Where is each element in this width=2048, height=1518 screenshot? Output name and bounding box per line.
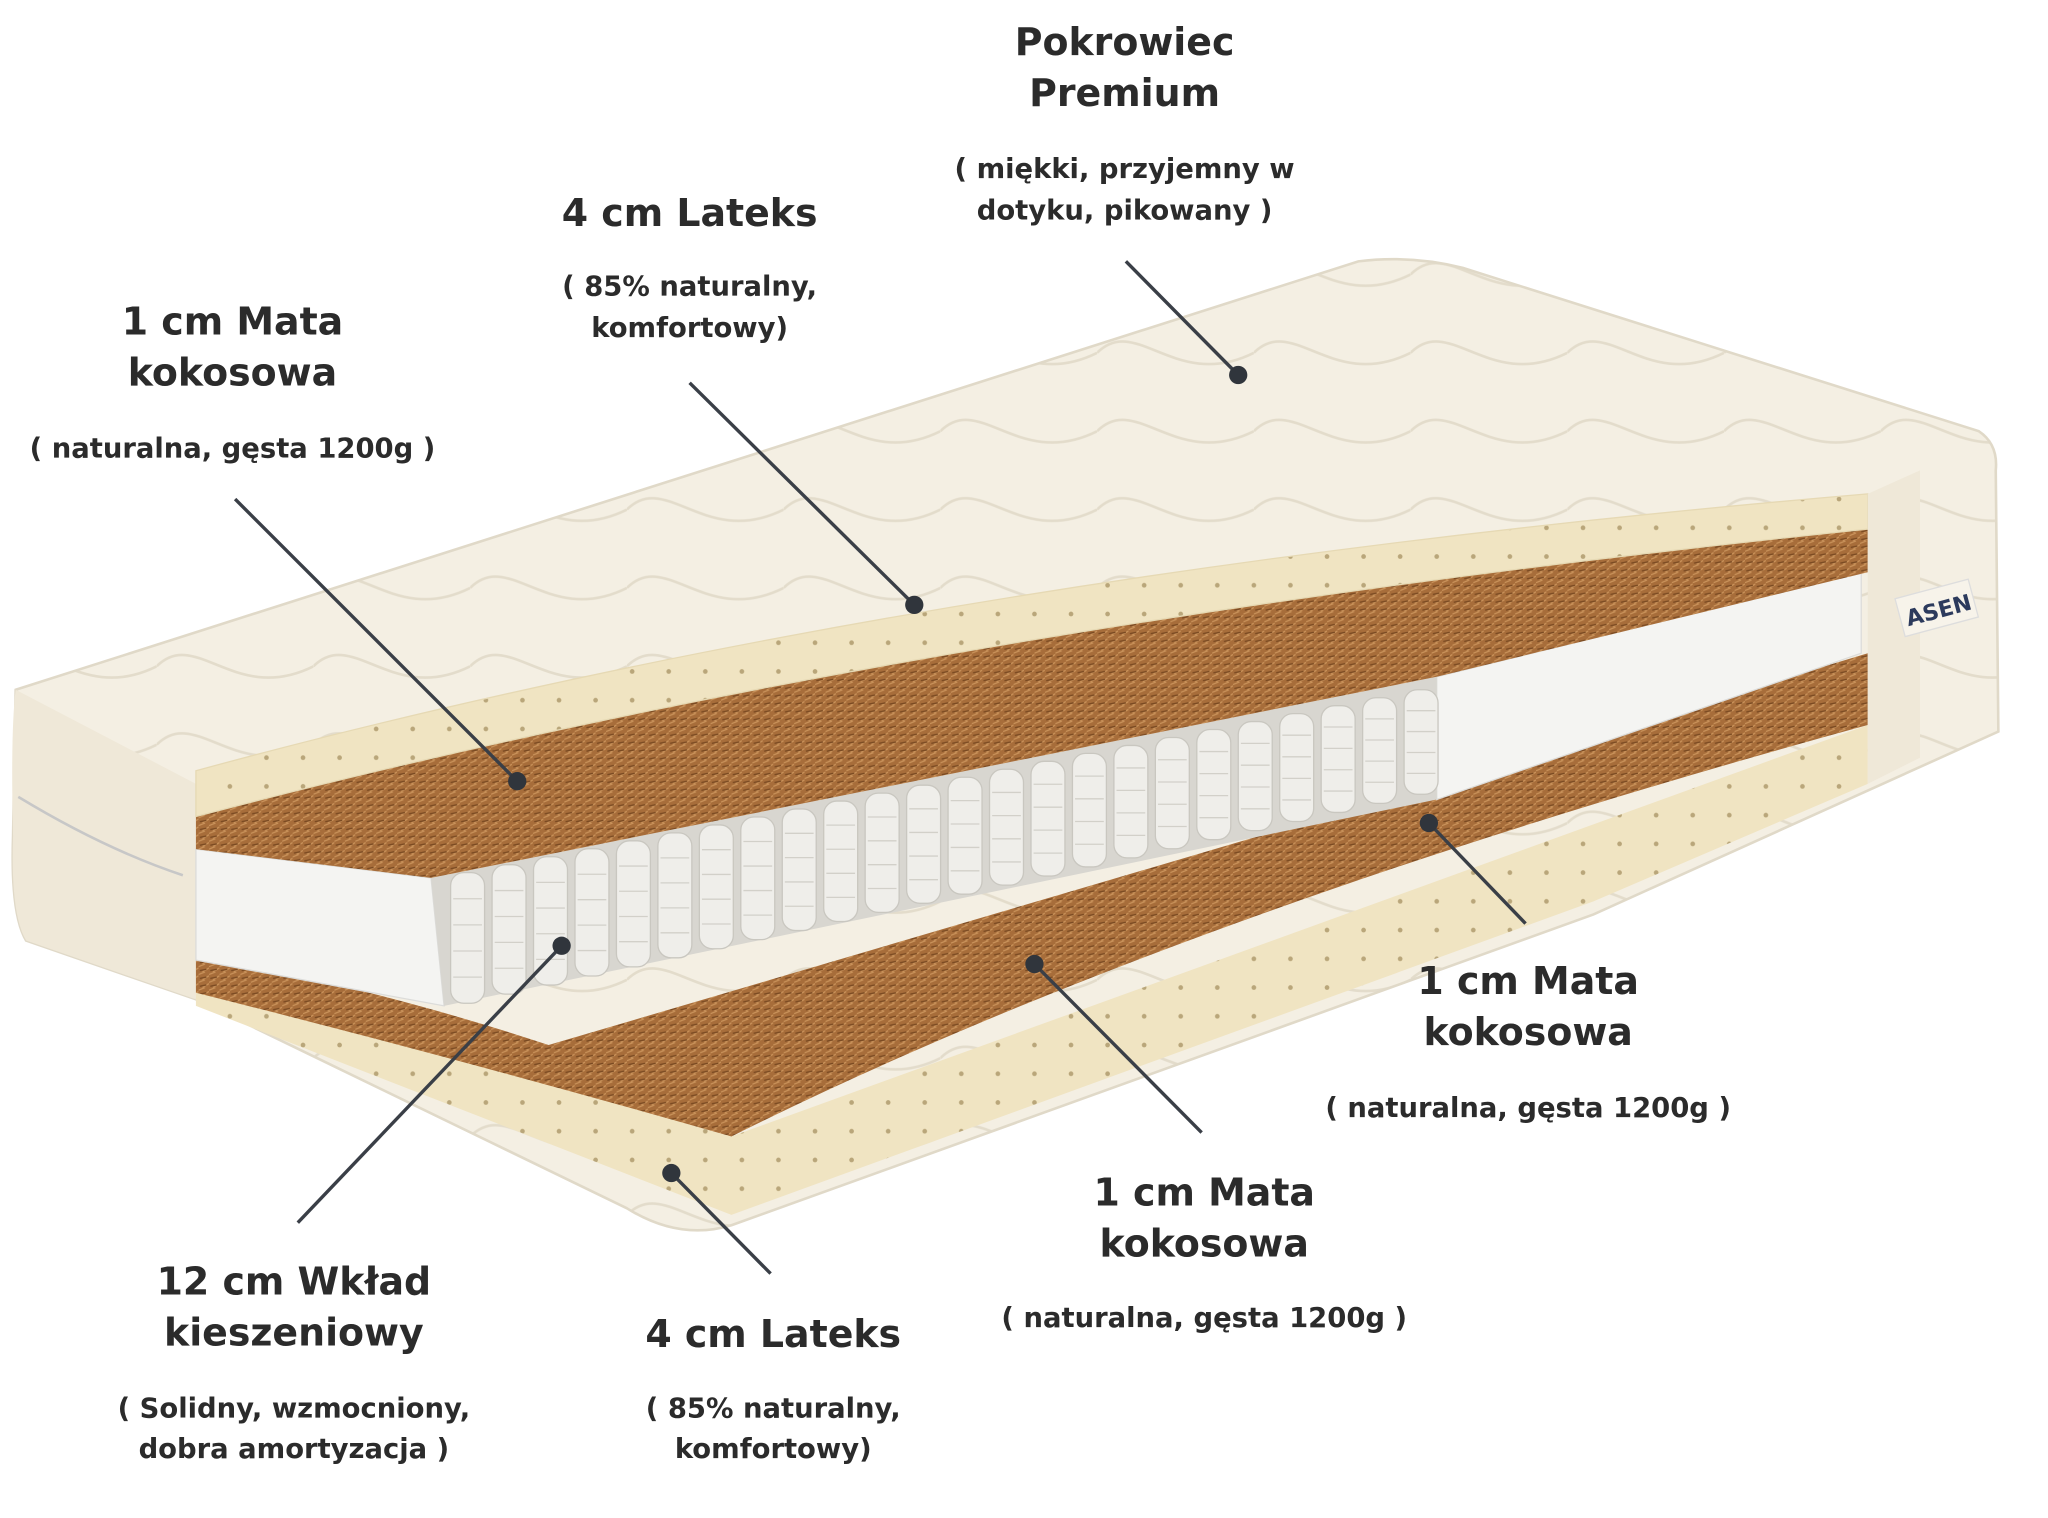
- label-desc: dobra amortyzacja ): [139, 1434, 450, 1465]
- label-title: Premium: [1029, 71, 1220, 115]
- spring-pocket: [905, 784, 942, 904]
- label-bottom-coconut: 1 cm Mata kokosowa ( naturalna, gęsta 12…: [1001, 1171, 1407, 1334]
- spring-pocket: [491, 864, 527, 995]
- label-desc: ( 85% naturalny,: [646, 1393, 901, 1424]
- marker-dot-top-coconut: [508, 772, 527, 791]
- label-desc: dotyku, pikowany ): [977, 196, 1273, 227]
- zipper: [17, 795, 184, 877]
- marker-dot-right-coconut: [1419, 813, 1439, 833]
- label-top-coconut: 1 cm Mata kokosowa ( naturalna, gęsta 12…: [30, 300, 436, 465]
- leader-line-top-latex: [688, 381, 916, 607]
- label-right-coconut: 1 cm Mata kokosowa ( naturalna, gęsta 12…: [1325, 959, 1731, 1124]
- marker-dot-bottom-coconut: [1025, 954, 1044, 974]
- leader-lines: [233, 260, 1527, 1275]
- marker-dot-pocket-springs: [552, 936, 571, 955]
- spring-pocket: [615, 840, 652, 968]
- spring-pocket: [1196, 728, 1232, 841]
- label-title: 4 cm Lateks: [645, 1312, 901, 1356]
- label-desc: ( 85% naturalny,: [562, 271, 817, 302]
- spring-pocket: [823, 800, 859, 923]
- marker-dot-top-latex: [905, 595, 924, 615]
- label-title: kokosowa: [1100, 1222, 1309, 1266]
- spring-pocket: [1154, 736, 1190, 850]
- spring-pocket: [1320, 705, 1356, 814]
- spring-pocket: [947, 776, 983, 895]
- label-desc: ( naturalna, gęsta 1200g ): [1001, 1303, 1407, 1334]
- spring-pocket: [1279, 712, 1315, 823]
- label-title: 1 cm Mata: [1094, 1171, 1315, 1215]
- leader-line-pocket-springs: [296, 944, 563, 1224]
- label-desc: komfortowy): [675, 1434, 872, 1465]
- spring-pocket: [449, 871, 486, 1004]
- marker-dot-bottom-latex: [662, 1163, 681, 1183]
- spring-pocket: [1403, 689, 1439, 795]
- leader-line-bottom-latex: [670, 1171, 772, 1275]
- label-bottom-latex: 4 cm Lateks ( 85% naturalny, komfortowy): [645, 1312, 901, 1465]
- leader-line-cover: [1124, 260, 1240, 377]
- label-title: kokosowa: [128, 350, 337, 394]
- spring-pocket: [1071, 752, 1108, 868]
- label-top-latex: 4 cm Lateks ( 85% naturalny, komfortowy): [562, 191, 818, 344]
- spring-pocket: [1113, 744, 1149, 859]
- leader-line-top-coconut: [233, 497, 519, 783]
- spring-pocket: [864, 792, 900, 914]
- spring-pocket: [657, 832, 693, 959]
- brand-logo: ASEN: [1894, 578, 1980, 638]
- leader-line-bottom-coconut: [1033, 962, 1203, 1134]
- label-title: Pokrowiec: [1015, 20, 1235, 64]
- cover-edge-right: [1867, 470, 1920, 784]
- label-title: kokosowa: [1423, 1010, 1632, 1054]
- label-title: 1 cm Mata: [1417, 959, 1638, 1003]
- label-cover: Pokrowiec Premium ( miękki, przyjemny w …: [955, 20, 1295, 227]
- label-pocket-springs: 12 cm Wkład kieszeniowy ( Solidny, wzmoc…: [118, 1260, 471, 1465]
- label-title: 1 cm Mata: [122, 300, 343, 344]
- spring-pocket: [1361, 697, 1398, 805]
- spring-pocket: [574, 848, 610, 977]
- spring-pocket: [532, 856, 569, 986]
- spring-pocket: [1030, 760, 1066, 877]
- mattress: ASEN: [11, 257, 2000, 1232]
- label-desc: ( naturalna, gęsta 1200g ): [30, 433, 436, 464]
- spring-pocket: [1237, 720, 1273, 832]
- label-desc: ( miękki, przyjemny w: [955, 154, 1295, 185]
- label-desc: ( naturalna, gęsta 1200g ): [1325, 1093, 1731, 1124]
- spring-pocket: [698, 824, 734, 950]
- spring-pocket: [781, 808, 817, 932]
- label-desc: ( Solidny, wzmocniony,: [118, 1393, 471, 1424]
- pocket-springs: [449, 689, 1439, 1004]
- spring-pocket: [988, 768, 1025, 886]
- top-coconut-layer: [195, 529, 1868, 878]
- leader-line-right-coconut: [1427, 821, 1527, 925]
- label-desc: komfortowy): [591, 313, 788, 344]
- label-title: 4 cm Lateks: [562, 191, 818, 235]
- spring-pocket: [740, 816, 776, 941]
- label-title: 12 cm Wkład: [157, 1260, 432, 1304]
- marker-dot-cover: [1229, 365, 1248, 385]
- label-title: kieszeniowy: [164, 1310, 424, 1354]
